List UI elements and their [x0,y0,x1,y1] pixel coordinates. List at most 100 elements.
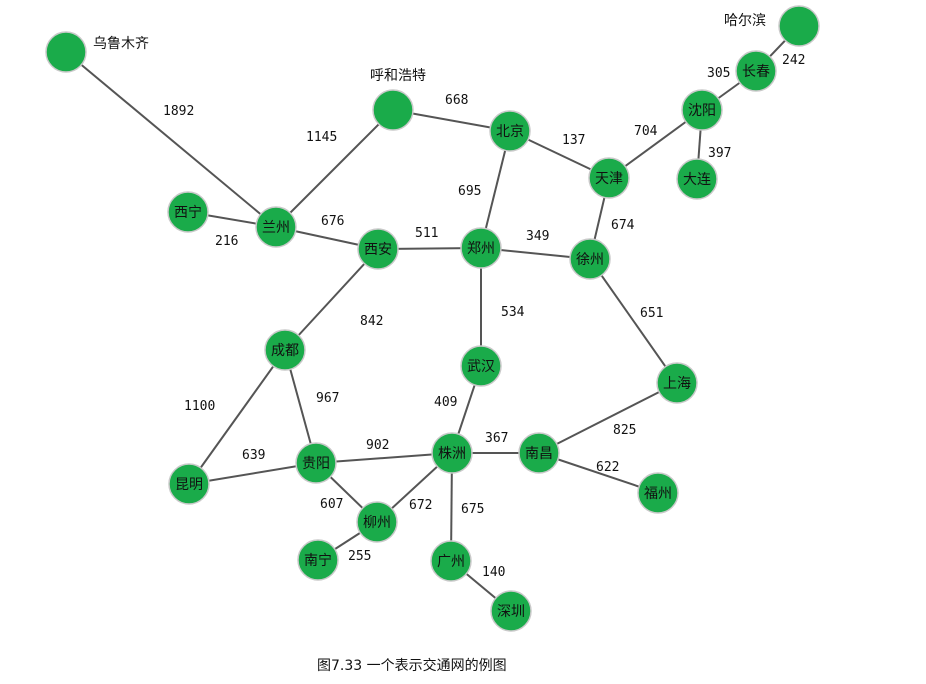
edge-weight-hohhot-lanzhou: 1145 [306,130,337,145]
node-label-nanning: 南宁 [304,552,332,569]
edge-weight-changchun-shenyang: 305 [707,66,730,81]
edge-chengdu-kunming [188,349,286,485]
node-circle-xining [167,191,209,233]
node-label-kunming: 昆明 [175,477,203,493]
edge-urumqi-lanzhou [65,51,277,228]
edge-weight-zhuzhou-guangzhou: 675 [461,502,484,517]
edge-weight-zhengzhou-wuhan: 534 [501,305,525,320]
node-kunming: 昆明 [168,463,210,505]
node-label-liuzhou: 柳州 [363,514,391,531]
node-circle-kunming [168,463,210,505]
edge-xian-chengdu [284,248,379,351]
edge-weight-shenyang-tianjin: 704 [634,124,658,139]
node-xian: 西安 [357,228,399,270]
node-hohhot: 呼和浩特 [370,68,426,131]
edge-weight-xian-zhengzhou: 511 [415,226,438,241]
node-circle-fuzhou [637,472,679,514]
node-circle-hohhot [372,89,414,131]
edge-weight-zhengzhou-xuzhou: 349 [526,229,549,244]
node-label-hohhot: 呼和浩特 [370,68,426,84]
node-circle-guiyang [295,442,337,484]
node-circle-changchun [735,50,777,92]
node-circle-xuzhou [569,238,611,280]
node-zhengzhou: 郑州 [460,227,502,269]
node-circle-lanzhou [255,206,297,248]
node-circle-tianjin [588,157,630,199]
edge-weight-guiyang-zhuzhou: 902 [366,438,389,453]
node-circle-chengdu [264,329,306,371]
node-label-dalian: 大连 [683,172,711,188]
edge-kunming-guiyang [188,462,317,485]
node-label-zhengzhou: 郑州 [467,241,495,257]
node-label-shenzhen: 深圳 [497,604,525,620]
node-beijing: 北京 [489,110,531,152]
node-shenyang: 沈阳 [681,89,723,131]
edge-weight-tianjin-xuzhou: 674 [611,218,635,233]
edge-weight-xian-chengdu: 842 [360,314,383,329]
node-circle-harbin [778,5,820,47]
node-label-shanghai: 上海 [663,376,691,392]
node-label-tianjin: 天津 [595,171,623,187]
edge-weight-urumqi-lanzhou: 1892 [163,104,194,119]
node-circle-shenyang [681,89,723,131]
edge-weight-beijing-zhengzhou: 695 [458,184,481,199]
node-zhuzhou: 株洲 [431,432,473,474]
edge-weight-xuzhou-shanghai: 651 [640,306,663,321]
node-chengdu: 成都 [264,329,306,371]
node-nanning: 南宁 [297,539,339,581]
node-changchun: 长春 [735,50,777,92]
node-guiyang: 贵阳 [295,442,337,484]
edge-weight-guiyang-liuzhou: 607 [320,497,343,512]
node-circle-zhengzhou [460,227,502,269]
edge-weight-zhuzhou-nanchang: 367 [485,431,508,446]
node-label-beijing: 北京 [496,124,524,140]
node-label-xuzhou: 徐州 [576,252,604,268]
node-harbin: 哈尔滨 [724,5,820,47]
node-label-urumqi: 乌鲁木齐 [93,36,149,52]
edge-weight-nanchang-fuzhou: 622 [596,460,619,475]
edge-weight-chengdu-guiyang: 967 [316,391,339,406]
node-circle-guangzhou [430,540,472,582]
edge-weight-shenyang-dalian: 397 [708,146,731,161]
edge-weight-shanghai-nanchang: 825 [613,423,636,438]
figure-caption: 图7.33 一个表示交通网的例图 [317,657,507,674]
node-label-lanzhou: 兰州 [262,220,290,236]
edge-weight-beijing-tianjin: 137 [562,133,585,148]
node-circle-nanning [297,539,339,581]
node-dalian: 大连 [676,158,718,200]
node-label-guiyang: 贵阳 [302,456,330,472]
node-label-changchun: 长春 [742,64,770,80]
edge-weight-guangzhou-shenzhen: 140 [482,565,505,580]
node-circle-shenzhen [490,590,532,632]
edge-weight-wuhan-zhuzhou: 409 [434,395,457,410]
node-label-fuzhou: 福州 [644,486,672,502]
node-circle-urumqi [45,31,87,73]
weights-layer: 1892114566824230539770413769567421667651… [163,53,805,580]
node-label-wuhan: 武汉 [467,359,495,375]
node-nanchang: 南昌 [518,432,560,474]
edge-weight-kunming-guiyang: 639 [242,448,265,463]
node-guangzhou: 广州 [430,540,472,582]
node-circle-wuhan [460,345,502,387]
edge-weight-chengdu-kunming: 1100 [184,399,215,414]
edge-weight-lanzhou-xian: 676 [321,214,344,229]
node-urumqi: 乌鲁木齐 [45,31,149,73]
node-label-xining: 西宁 [174,204,202,221]
edge-guiyang-zhuzhou [315,452,453,464]
node-label-guangzhou: 广州 [437,554,465,570]
node-circle-shanghai [656,362,698,404]
node-wuhan: 武汉 [460,345,502,387]
edge-weight-zhuzhou-liuzhou: 672 [409,498,432,513]
node-shenzhen: 深圳 [490,590,532,632]
edge-xuzhou-shanghai [589,258,678,384]
node-circle-beijing [489,110,531,152]
node-xining: 西宁 [167,191,209,233]
node-label-nanchang: 南昌 [525,446,553,462]
edge-nanchang-fuzhou [538,452,659,494]
edge-weight-harbin-changchun: 242 [782,53,805,68]
edge-weight-hohhot-beijing: 668 [445,93,468,108]
node-label-chengdu: 成都 [271,343,299,359]
edge-shanghai-nanchang [538,382,678,454]
edge-hohhot-lanzhou [275,109,394,228]
